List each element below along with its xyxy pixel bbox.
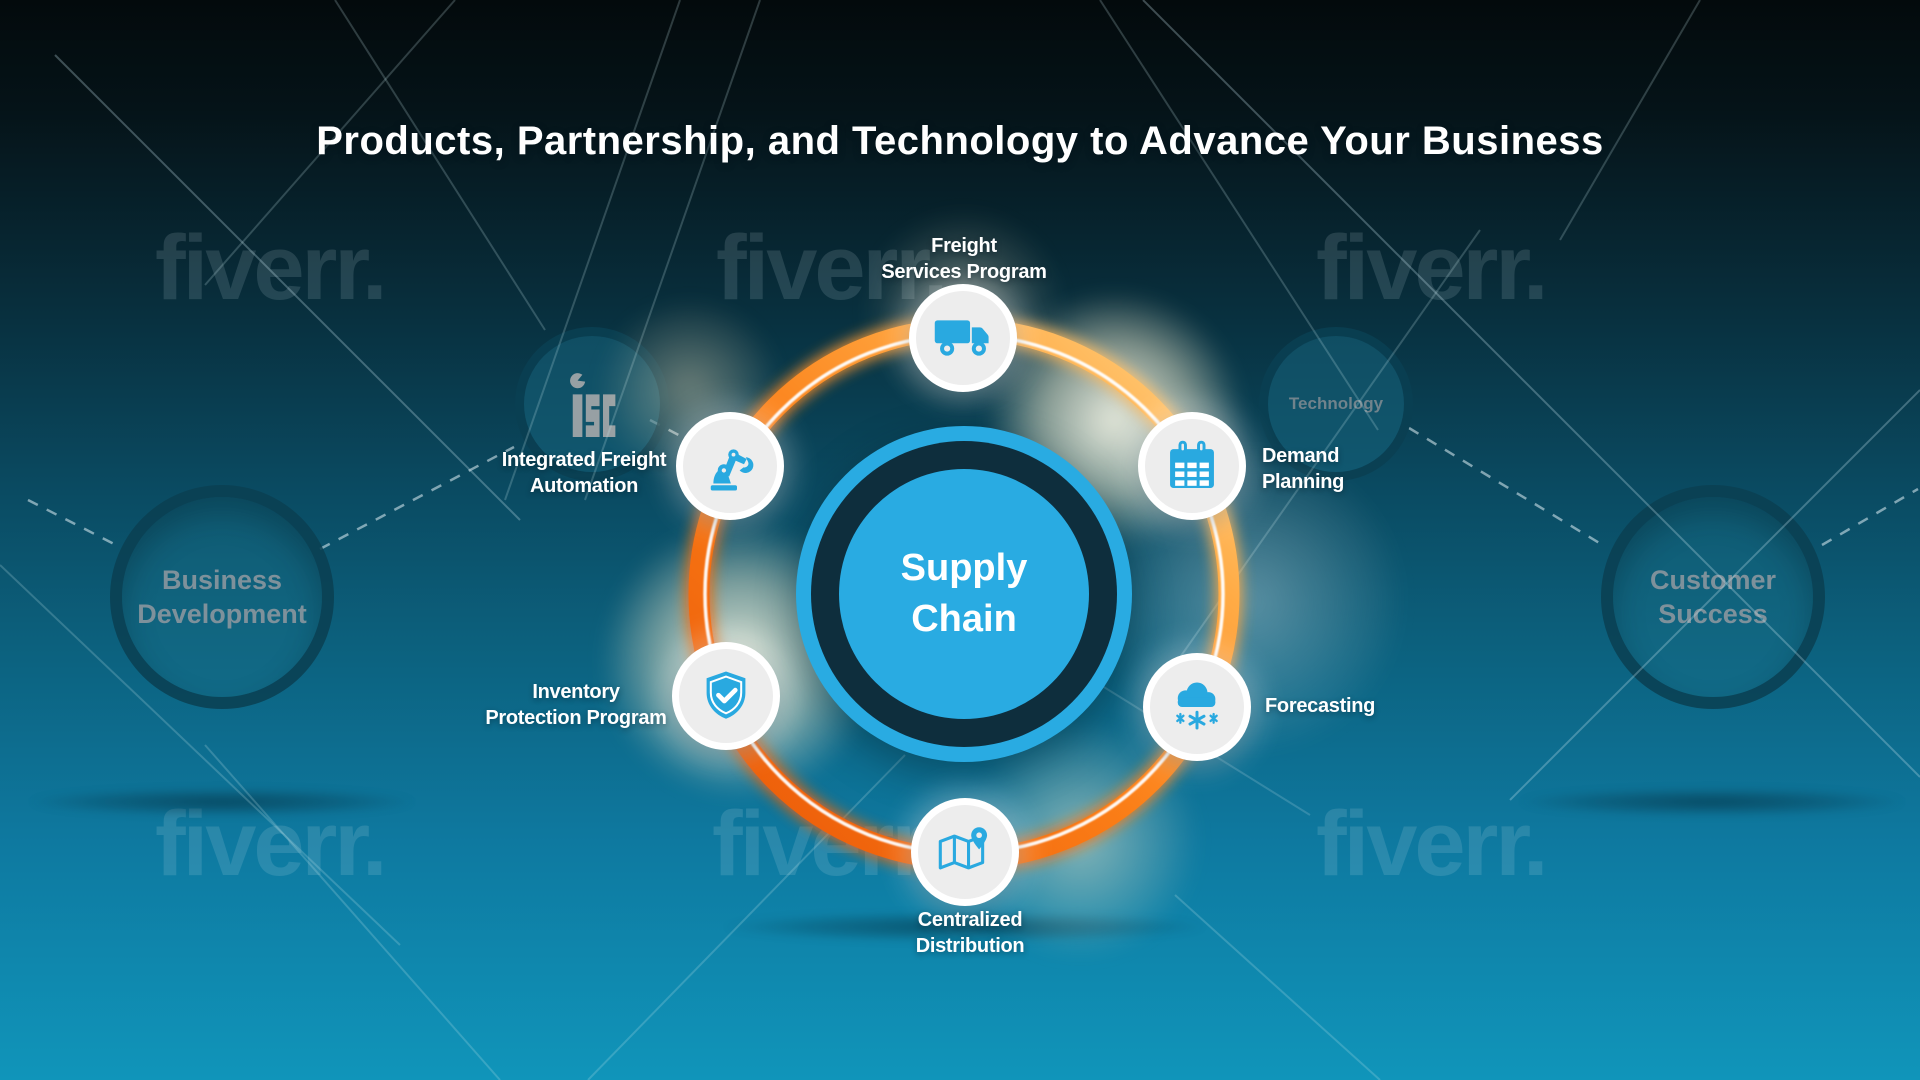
isc-logo-circle bbox=[515, 327, 669, 481]
inventory-protection-label-line2: Protection Program bbox=[485, 707, 667, 729]
supply-chain-circle: Supply Chain bbox=[796, 426, 1132, 762]
centralized-distribution-label: Centralized Distribution bbox=[916, 907, 1025, 959]
supply-chain-label-line2: Chain bbox=[911, 598, 1017, 640]
technology-label: Technology bbox=[1288, 394, 1384, 413]
ground-shadow-left bbox=[30, 788, 414, 816]
customer-success-label-line2: Success bbox=[1658, 599, 1768, 629]
integrated-freight-automation-label-line1: Integrated Freight bbox=[501, 449, 667, 471]
technology-circle: Technology bbox=[1259, 327, 1413, 481]
node-integrated-freight-automation bbox=[676, 412, 784, 520]
forecasting-label-line1: Forecasting bbox=[1265, 695, 1376, 717]
ground-shadow-right bbox=[1520, 788, 1904, 816]
inventory-protection-label-line1: Inventory bbox=[532, 681, 620, 703]
freight-services-label-line1: Freight bbox=[931, 235, 997, 257]
inventory-protection-label: Inventory Protection Program bbox=[485, 679, 667, 731]
map-pin-icon bbox=[935, 825, 995, 879]
page-title: Products, Partnership, and Technology to… bbox=[316, 119, 1604, 163]
fiverr-watermark: fiverr. bbox=[1316, 217, 1549, 319]
business-development-label-line1: Business bbox=[161, 565, 283, 595]
centralized-distribution-label-line1: Centralized bbox=[917, 909, 1023, 931]
robot-arm-icon bbox=[702, 438, 758, 494]
freight-services-label: Freight Services Program bbox=[881, 233, 1047, 285]
forecasting-label: Forecasting bbox=[1265, 693, 1375, 719]
node-forecasting bbox=[1143, 653, 1251, 761]
customer-success-label-line1: Customer bbox=[1649, 565, 1777, 595]
truck-icon bbox=[933, 315, 993, 361]
fiverr-watermark: fiverr. bbox=[1316, 793, 1549, 895]
node-centralized-distribution bbox=[911, 798, 1019, 906]
node-demand-planning bbox=[1138, 412, 1246, 520]
fiverr-watermark: fiverr. bbox=[155, 217, 388, 319]
business-development-label-line2: Development bbox=[137, 599, 307, 629]
freight-services-label-line2: Services Program bbox=[881, 261, 1047, 283]
integrated-freight-automation-label: Integrated Freight Automation bbox=[502, 447, 667, 499]
demand-planning-label-line2: Planning bbox=[1262, 471, 1345, 493]
centralized-distribution-label-line2: Distribution bbox=[915, 935, 1025, 957]
cloud-snow-icon bbox=[1169, 679, 1225, 735]
isc-logo bbox=[567, 371, 617, 437]
node-inventory-protection bbox=[672, 642, 780, 750]
integrated-freight-automation-label-line2: Automation bbox=[529, 475, 639, 497]
demand-planning-label: Demand Planning bbox=[1262, 443, 1344, 495]
fiverr-watermark: fiverr. bbox=[716, 217, 949, 319]
calendar-icon bbox=[1165, 439, 1219, 493]
node-freight-services bbox=[909, 284, 1017, 392]
demand-planning-label-line1: Demand bbox=[1262, 445, 1340, 467]
shield-check-icon bbox=[699, 669, 753, 723]
supply-chain-dark-ring: Supply Chain bbox=[811, 441, 1117, 747]
supply-chain-label-line1: Supply bbox=[900, 547, 1028, 589]
